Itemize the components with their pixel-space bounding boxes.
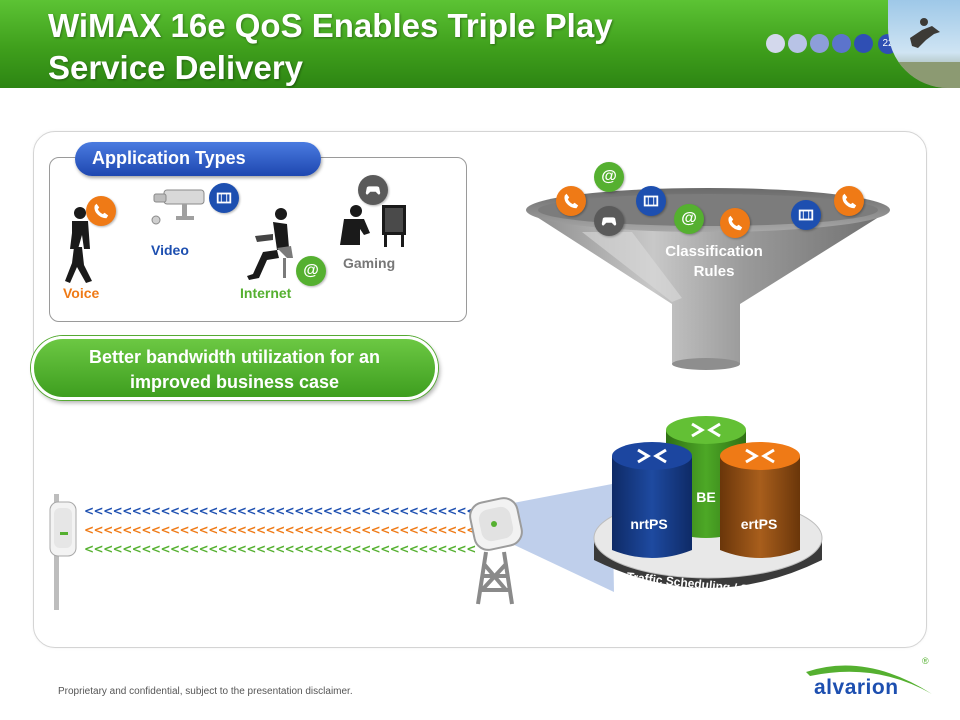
registered-mark: ® xyxy=(922,656,929,666)
link-row-blue: <<<<<<<<<<<<<<<<<<<<<<<<<<<<<<<<<<<<<<<<… xyxy=(84,505,476,517)
application-types-title: Application Types xyxy=(75,142,321,176)
phone-icon xyxy=(834,186,864,216)
progress-dot xyxy=(810,34,829,53)
progress-dots xyxy=(766,34,873,53)
voice-label: Voice xyxy=(63,285,100,301)
ertps-label: ertPS xyxy=(740,516,778,532)
classification-internet-symbol: @ xyxy=(681,210,697,227)
traffic-scheduler xyxy=(593,416,823,588)
seated-person-laptop-icon xyxy=(247,208,293,280)
film-icon xyxy=(636,186,666,216)
progress-dot xyxy=(766,34,785,53)
classification-line-2: Rules xyxy=(693,263,735,280)
classification-internet-symbol: @ xyxy=(601,168,617,185)
film-icon xyxy=(209,183,239,213)
base-station-icon xyxy=(469,484,614,605)
gamepad-icon xyxy=(358,175,388,205)
phone-icon xyxy=(86,196,116,226)
at-sign-icon: @ xyxy=(594,162,624,192)
progress-dot xyxy=(788,34,807,53)
alvarion-logo-swoosh xyxy=(806,665,932,694)
slide-title-line-1: WiMAX 16e QoS Enables Triple Play xyxy=(48,7,613,44)
benefit-line-1: Better bandwidth utilization for an xyxy=(89,347,380,367)
be-label: BE xyxy=(696,489,716,505)
corner-photo xyxy=(888,0,960,88)
subscriber-unit-icon xyxy=(49,494,77,610)
phone-icon xyxy=(720,208,750,238)
disclaimer: Proprietary and confidential, subject to… xyxy=(58,686,353,697)
benefit-banner: Better bandwidth utilization for an impr… xyxy=(31,336,438,400)
phone-icon xyxy=(556,186,586,216)
film-icon xyxy=(791,200,821,230)
gamer-at-screen-icon xyxy=(340,205,406,247)
link-row-orange: <<<<<<<<<<<<<<<<<<<<<<<<<<<<<<<<<<<<<<<<… xyxy=(84,524,476,536)
walking-person-icon xyxy=(65,207,92,283)
alvarion-logo: alvarion xyxy=(814,676,899,699)
gamepad-icon xyxy=(594,206,624,236)
video-label: Video xyxy=(151,242,189,258)
slide-title-line-2: Service Delivery xyxy=(48,49,304,86)
slide-title: WiMAX 16e QoS Enables Triple Play Servic… xyxy=(48,5,768,89)
at-sign-icon: @ xyxy=(296,256,326,286)
internet-symbol: @ xyxy=(303,262,319,279)
progress-dot xyxy=(854,34,873,53)
gaming-label: Gaming xyxy=(343,255,396,271)
security-camera-icon xyxy=(151,189,205,225)
classification-funnel xyxy=(526,188,890,370)
classification-rules-label: Classification Rules xyxy=(640,242,788,282)
internet-label: Internet xyxy=(240,285,292,301)
progress-dot xyxy=(832,34,851,53)
benefit-line-2: improved business case xyxy=(129,372,340,392)
title-bar: WiMAX 16e QoS Enables Triple Play Servic… xyxy=(0,0,960,88)
at-sign-icon: @ xyxy=(674,204,704,234)
link-row-green: <<<<<<<<<<<<<<<<<<<<<<<<<<<<<<<<<<<<<<<<… xyxy=(84,543,476,555)
classification-line-1: Classification xyxy=(665,243,763,260)
nrtps-label: nrtPS xyxy=(630,516,668,532)
